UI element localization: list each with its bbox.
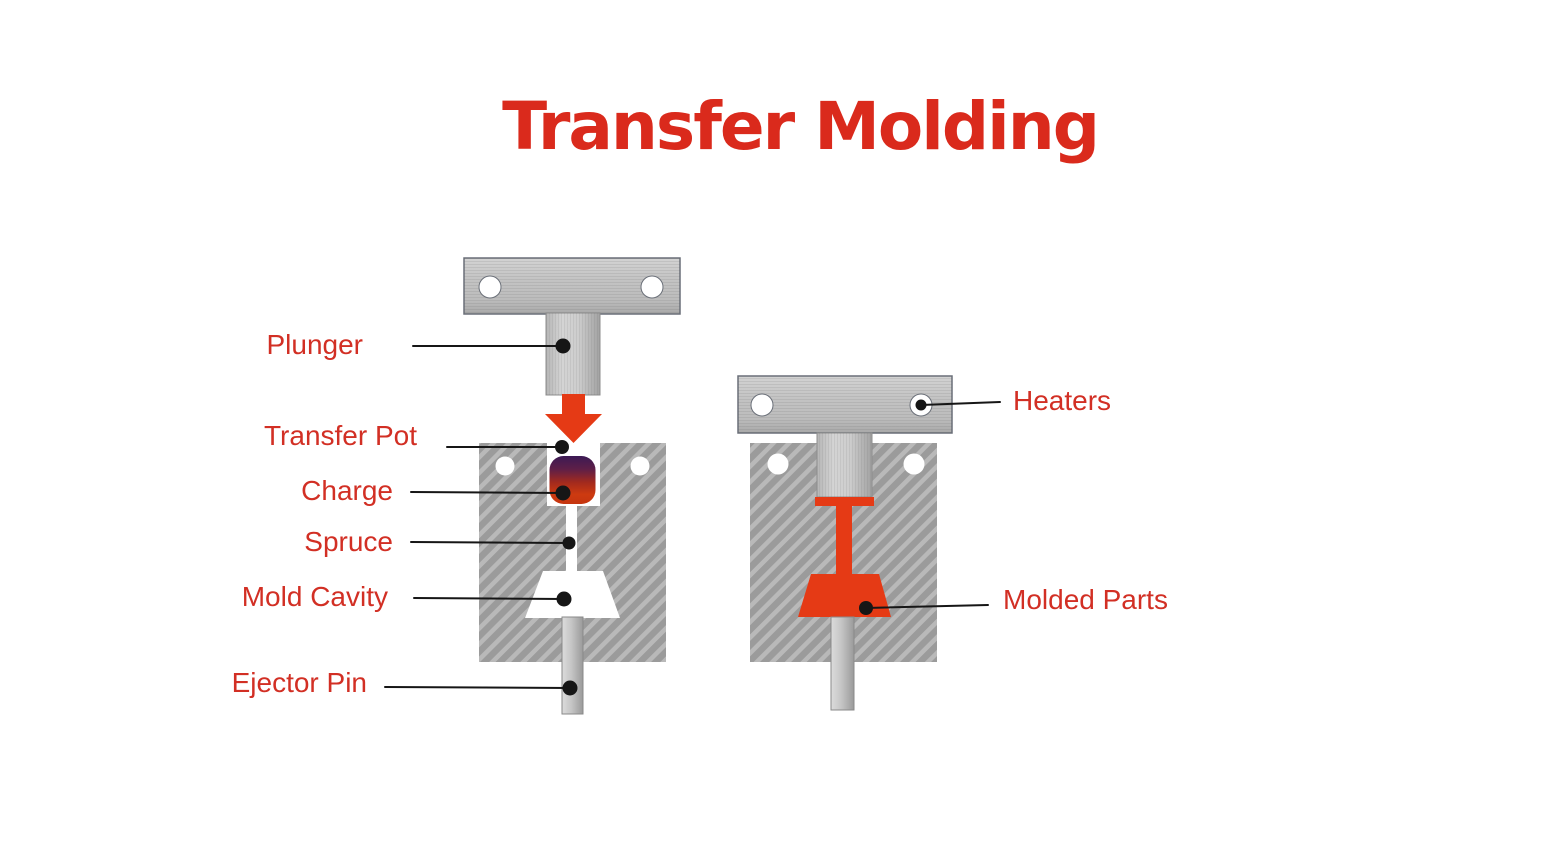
- leader-dot-plunger: [555, 338, 571, 354]
- leader-dot-spruce: [562, 536, 576, 550]
- leader-dots: [555, 338, 927, 696]
- leader-dot-ejector-pin: [562, 680, 578, 696]
- mold-block-right-hole-left: [767, 453, 789, 475]
- molded-part-shape: [798, 574, 891, 617]
- leader-line-charge: [410, 491, 564, 494]
- plunger-cylinder-texture: [546, 313, 600, 395]
- label-ejector-pin: Ejector Pin: [231, 667, 367, 698]
- mold-block-left-hole-left: [495, 456, 515, 476]
- label-mold-cavity: Mold Cavity: [241, 581, 388, 612]
- leader-line-ejector-pin: [384, 686, 571, 689]
- leader-lines: [384, 345, 1001, 689]
- ejector-pin-right: [830, 616, 855, 711]
- molded-cull: [815, 497, 874, 506]
- mold-block-right-hole-right: [903, 453, 925, 475]
- leader-dot-transfer-pot: [555, 440, 569, 454]
- page-title: Transfer Molding: [502, 88, 1100, 165]
- charge-material: [549, 456, 596, 504]
- label-plunger: Plunger: [266, 329, 363, 360]
- leader-dot-molded-parts: [859, 601, 873, 615]
- leader-dot-mold-cavity: [556, 591, 572, 607]
- leader-line-molded-parts: [865, 604, 989, 609]
- label-transfer-pot: Transfer Pot: [263, 420, 417, 451]
- leader-line-heaters: [920, 401, 1001, 406]
- top-plate-right-hole-left: [750, 393, 774, 417]
- leader-line-mold-cavity: [413, 597, 565, 600]
- leader-dot-heaters: [915, 399, 927, 411]
- top-plate-left-hole-left: [478, 275, 502, 299]
- press-right: [737, 375, 953, 711]
- label-spruce: Spruce: [304, 526, 393, 557]
- label-molded-parts: Molded Parts: [1003, 584, 1168, 615]
- leader-line-spruce: [410, 541, 570, 544]
- label-charge: Charge: [301, 475, 393, 506]
- top-plate-left-hole-right: [640, 275, 664, 299]
- down-arrow-icon: [545, 394, 602, 443]
- mold-cavity-shape: [525, 571, 620, 618]
- mold-block-left-hole-right: [630, 456, 650, 476]
- press-left: [463, 257, 681, 715]
- leader-dot-charge: [555, 485, 571, 501]
- ejector-pin-left: [561, 616, 584, 715]
- label-heaters: Heaters: [1013, 385, 1112, 416]
- molded-sprue: [836, 503, 852, 576]
- ram-cylinder-texture: [817, 433, 872, 497]
